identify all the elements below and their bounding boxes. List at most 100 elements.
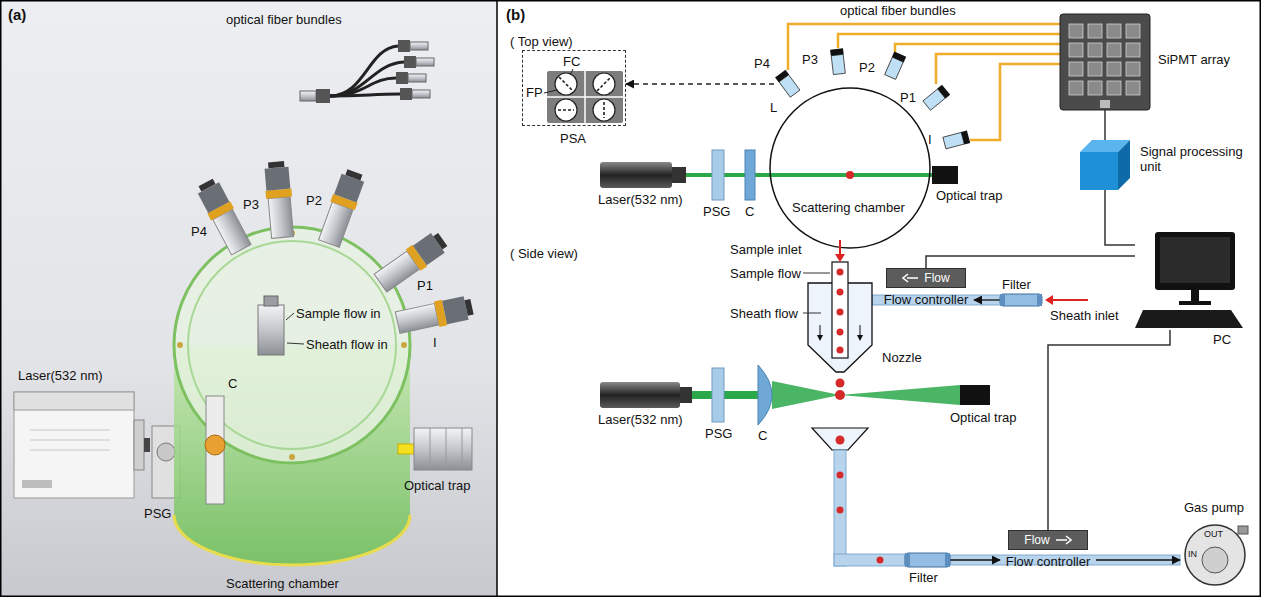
part-label: Optical trap xyxy=(404,478,470,493)
node-label: PC xyxy=(1213,332,1231,347)
panel-background xyxy=(0,0,497,597)
detector: P1 xyxy=(922,84,950,112)
detector-shape xyxy=(824,48,852,76)
part-label: Laser(532 nm) xyxy=(598,192,683,207)
panel-divider xyxy=(496,0,498,597)
computer-shape xyxy=(1135,232,1245,330)
signal-wire xyxy=(1048,330,1170,530)
part-label: P1 xyxy=(417,278,433,293)
display-text: Flow xyxy=(1024,533,1049,547)
detector-shape xyxy=(922,84,950,112)
part-label: P4 xyxy=(191,224,207,239)
part-label: C xyxy=(228,376,237,391)
filter: Filter xyxy=(1000,294,1042,306)
node-label: P2 xyxy=(859,60,875,75)
flow-arrow-icon xyxy=(1056,535,1072,545)
part-label: Scattering chamber xyxy=(792,200,905,215)
node-label: Filter xyxy=(1002,277,1031,292)
part-label: C xyxy=(758,428,767,443)
computer: PC xyxy=(1135,232,1245,330)
part-label: Sample flow in xyxy=(296,306,381,321)
part-label: PSG xyxy=(144,506,171,521)
part-label: Sheath flow in xyxy=(306,337,388,352)
part-label: optical fiber bundles xyxy=(226,12,342,27)
node-label: Signal processing unit xyxy=(1140,144,1250,174)
detector-shape xyxy=(774,70,802,98)
detector-port-drawings xyxy=(194,161,475,336)
signal-unit-shape xyxy=(1080,140,1130,190)
part-label: Sample inlet xyxy=(730,242,802,257)
flow-arrow xyxy=(974,299,1000,300)
side-view-drawing xyxy=(600,240,1180,566)
panel-label: (b) xyxy=(506,6,525,24)
node-label: PSA xyxy=(560,131,586,146)
node-label: Flow controller xyxy=(884,292,969,307)
part-label: Sheath flow xyxy=(730,306,798,321)
display-text: Flow xyxy=(924,271,949,285)
optical-fiber xyxy=(895,44,1060,52)
optical-fiber xyxy=(838,34,1060,48)
node-label: FP xyxy=(526,85,543,100)
part-label: C xyxy=(745,204,754,219)
psa-inset: FCFPPSA xyxy=(522,50,626,126)
detector: P3 xyxy=(824,48,852,76)
flow-display: Flow xyxy=(886,268,966,288)
detector: P4 xyxy=(774,70,802,98)
part-label: Laser(532 nm) xyxy=(598,412,683,427)
node-label: Gas pump xyxy=(1184,500,1244,515)
part-label: PSG xyxy=(703,204,730,219)
optical-fiber xyxy=(970,64,1060,140)
node-label: P3 xyxy=(802,52,818,67)
part-label: optical fiber bundles xyxy=(840,3,956,18)
fiber-bundle-drawing xyxy=(300,40,434,103)
filter-shape xyxy=(1000,294,1042,306)
dashed-pointer xyxy=(626,83,774,84)
optical-fiber xyxy=(936,54,1060,84)
node-label: P4 xyxy=(754,56,770,71)
detector: P2 xyxy=(881,52,909,80)
signal-wire xyxy=(1104,110,1106,140)
laser-drawing xyxy=(14,392,150,498)
part-label: Nozzle xyxy=(882,350,922,365)
part-label: PSG xyxy=(705,426,732,441)
part-label: Sample flow xyxy=(730,266,801,281)
detector-shape xyxy=(942,126,970,154)
part-label: Sheath inlet xyxy=(1050,308,1119,323)
flow-arrow xyxy=(950,559,1000,560)
detector-shape xyxy=(881,52,909,80)
flow-arrow xyxy=(1096,559,1180,560)
node-label: OUT xyxy=(1204,529,1223,540)
node-label: P1 xyxy=(900,90,916,105)
node-label: IN xyxy=(1188,549,1197,560)
sipmt-array: SiPMT array xyxy=(1060,14,1150,110)
top-view-drawing xyxy=(600,88,958,248)
part-label: ( Side view) xyxy=(510,246,578,261)
flow-arrow-icon xyxy=(902,273,918,283)
signal-unit: Signal processing unit xyxy=(1080,140,1130,190)
lens-mount-drawing xyxy=(205,396,225,504)
signal-wire xyxy=(926,256,1135,268)
detector: I xyxy=(942,126,970,154)
part-label: Optical trap xyxy=(936,188,1002,203)
signal-wire xyxy=(1105,190,1135,245)
gas-pump: Gas pumpOUTIN xyxy=(1180,520,1250,590)
part-label: P2 xyxy=(306,193,322,208)
flow-controller: FlowFlow controller xyxy=(878,268,974,310)
filter-shape xyxy=(905,553,950,567)
part-label: Optical trap xyxy=(950,410,1016,425)
part-label: ( Top view) xyxy=(510,34,573,49)
node-label: Flow controller xyxy=(1006,554,1091,569)
flow-display: Flow xyxy=(1008,530,1088,550)
node-label: I xyxy=(928,132,932,147)
node-label: Filter xyxy=(909,570,938,585)
part-label: L xyxy=(770,100,777,115)
part-label: P3 xyxy=(243,197,259,212)
panel-label: (a) xyxy=(8,6,26,24)
part-label: I xyxy=(433,335,437,350)
optical-trap-drawing xyxy=(414,428,472,470)
part-label: Laser(532 nm) xyxy=(18,368,103,383)
flow-controller: FlowFlow controller xyxy=(1000,530,1096,572)
node-label: SiPMT array xyxy=(1158,52,1230,67)
node-label: FC xyxy=(563,54,580,69)
